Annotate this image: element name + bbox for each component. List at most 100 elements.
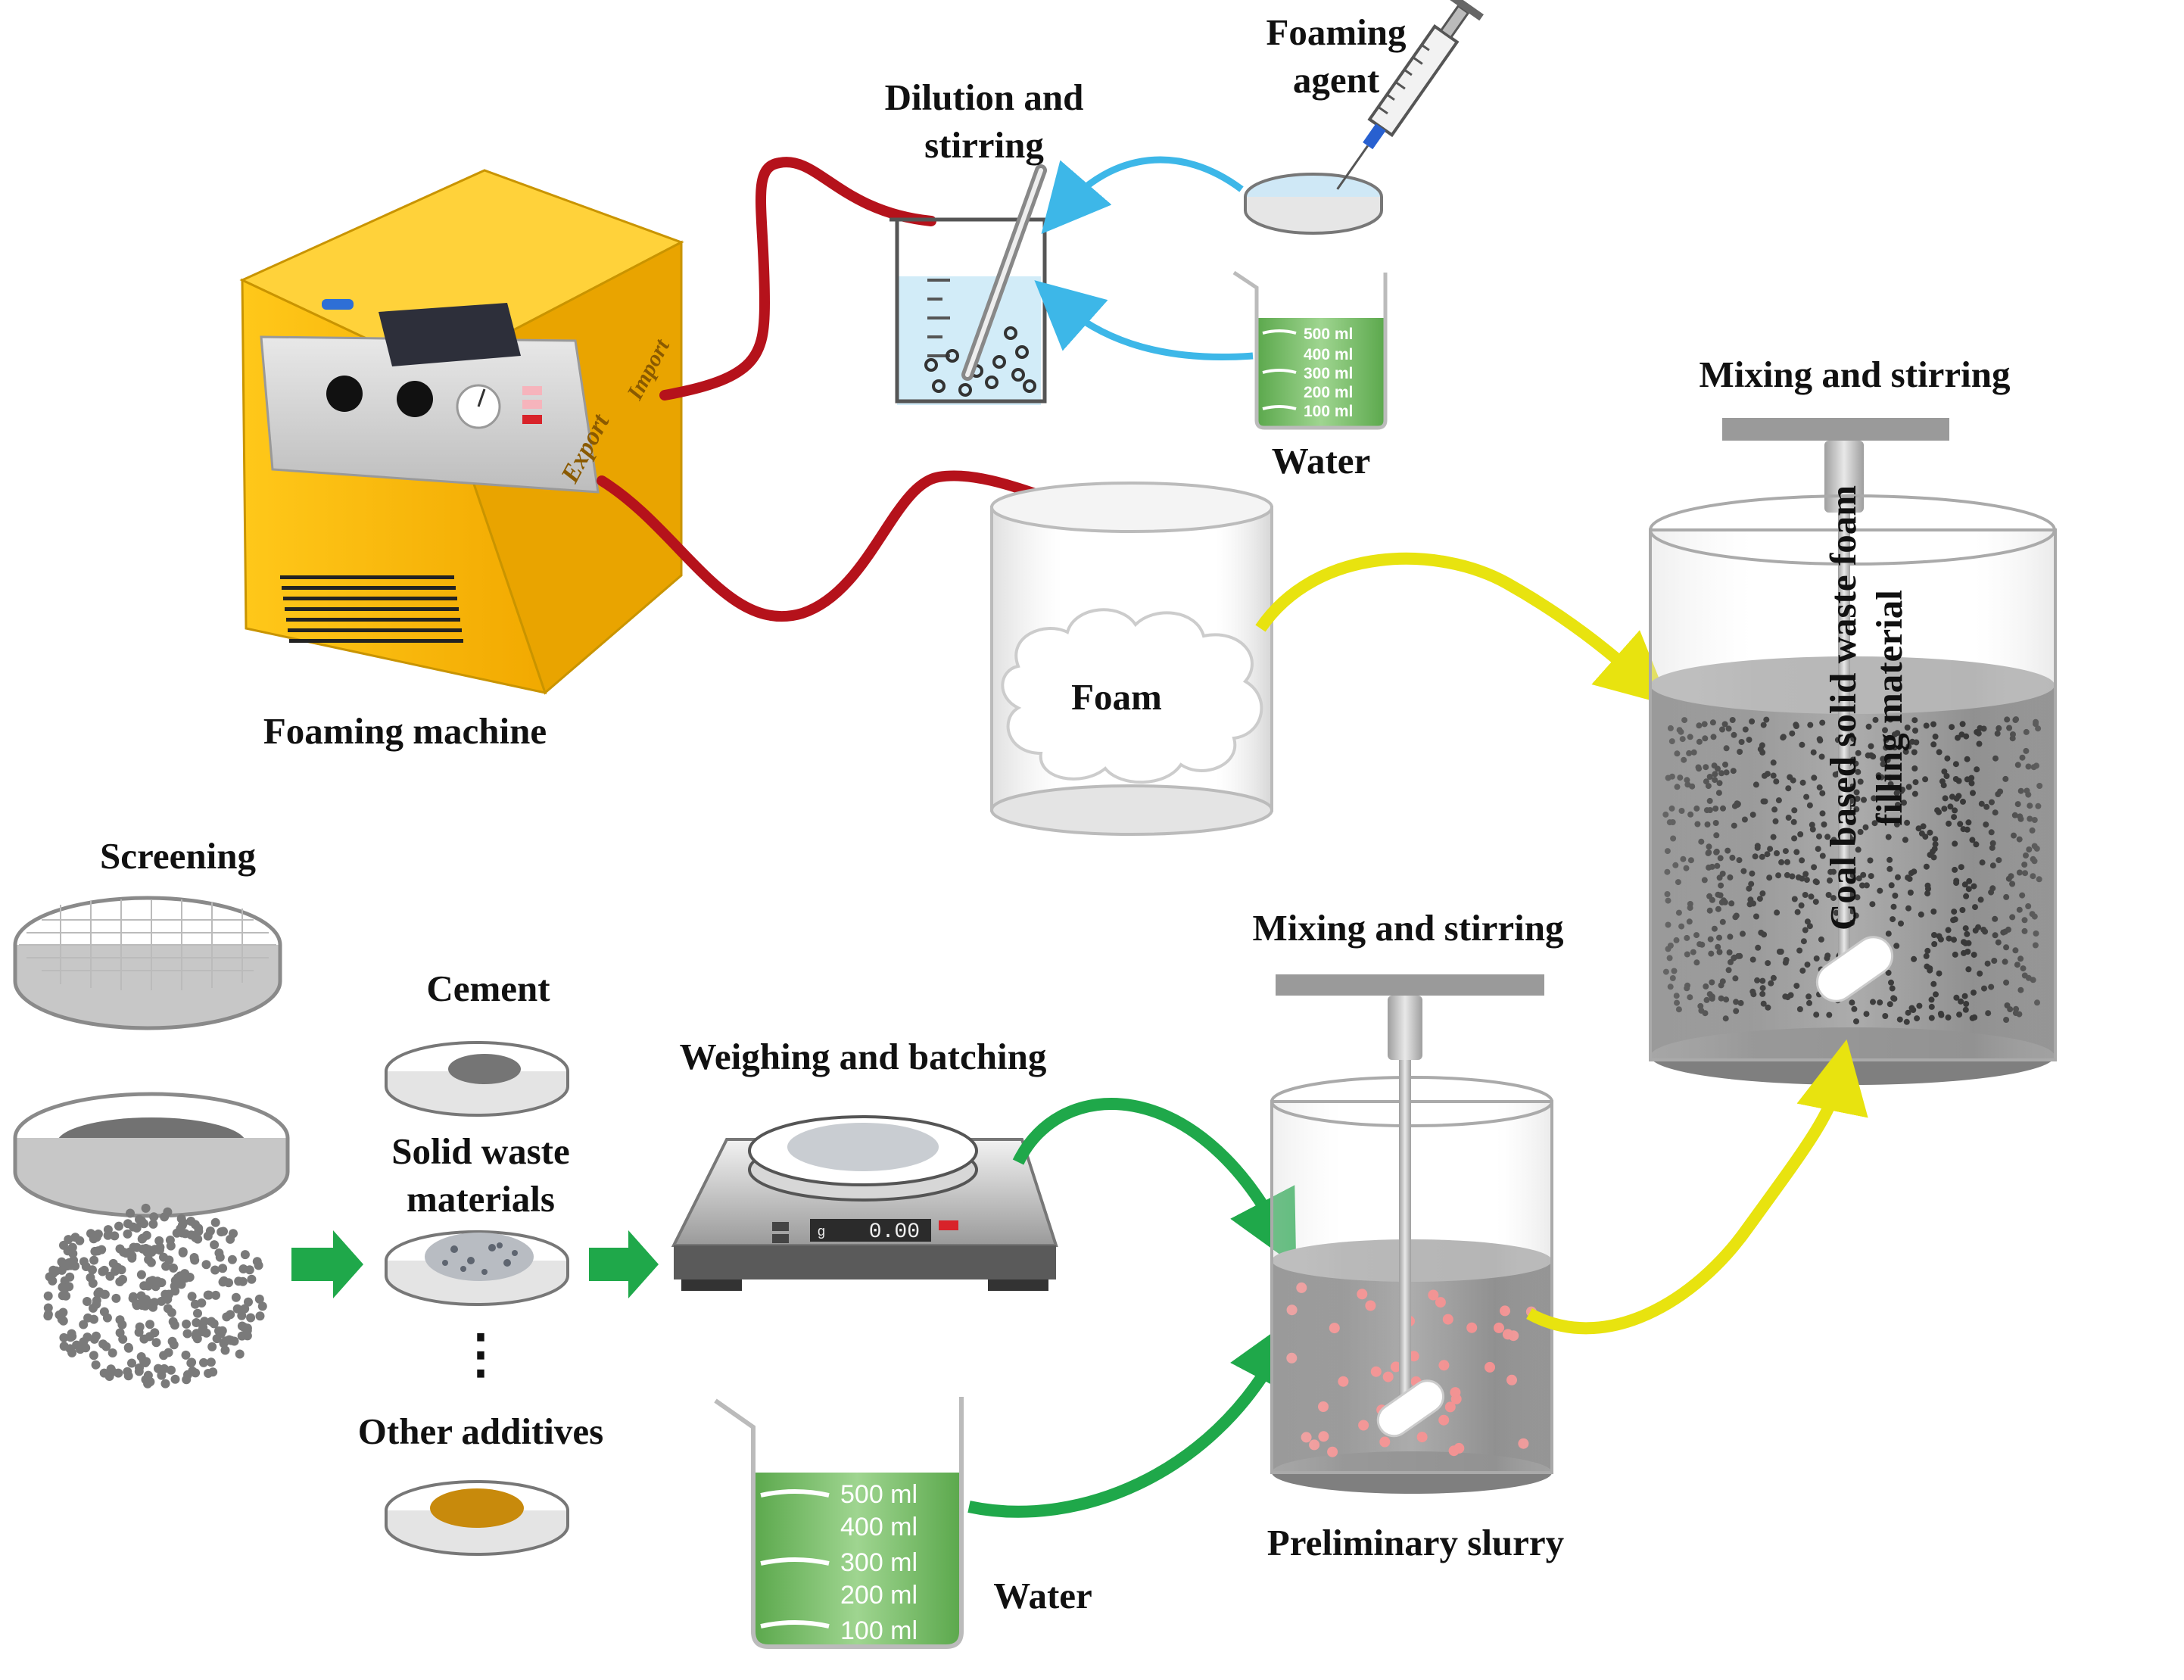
particle: [58, 1291, 67, 1301]
particle: [218, 1264, 228, 1273]
particle: [167, 1336, 177, 1346]
particle: [129, 1292, 139, 1301]
foam-cylinder: [990, 482, 1273, 836]
particle: [107, 1348, 117, 1357]
arrow-agent-to-dilution: [1041, 156, 1244, 234]
particle: [123, 1367, 132, 1376]
particle: [170, 1374, 180, 1384]
particle: [141, 1203, 151, 1213]
particle: [98, 1339, 108, 1349]
graduation-label: 100 ml: [1304, 403, 1353, 420]
particle: [192, 1318, 201, 1327]
particle: [141, 1244, 151, 1253]
particle: [123, 1219, 132, 1229]
graduation-label: 200 ml: [840, 1581, 918, 1610]
particle: [121, 1248, 131, 1258]
hose-export: [597, 470, 1088, 622]
label-dilution-stirring: Dilution and stirring: [884, 76, 1084, 166]
label-foam: Foam: [1071, 676, 1162, 718]
scale-unit: g: [818, 1223, 825, 1239]
hose-import: [659, 157, 936, 401]
particle: [103, 1230, 113, 1240]
particle: [193, 1234, 203, 1244]
arrow-sieve-to-materials: [291, 1230, 363, 1298]
particle: [215, 1252, 225, 1262]
weighing-scale: 0.00 g: [671, 1115, 1058, 1291]
particle: [91, 1360, 101, 1370]
particle: [114, 1221, 123, 1231]
particle: [67, 1329, 76, 1339]
particle: [79, 1320, 89, 1329]
particle: [237, 1311, 247, 1320]
particle: [183, 1370, 192, 1379]
particle: [206, 1357, 216, 1367]
particle: [227, 1255, 237, 1264]
particle: [181, 1350, 191, 1360]
particle: [219, 1226, 228, 1236]
particle: [135, 1214, 144, 1224]
particle: [191, 1331, 201, 1341]
particle: [211, 1290, 220, 1300]
particle: [64, 1235, 73, 1245]
particle: [134, 1367, 144, 1376]
graduation-label: 300 ml: [1304, 365, 1353, 382]
impeller: [1376, 1379, 1445, 1438]
machine-vent: [280, 575, 463, 643]
top-mixing-tank: [1649, 418, 2057, 1085]
particle: [83, 1297, 92, 1306]
water-beaker-bottom: 500 ml 400 ml 300 ml 200 ml 100 ml: [714, 1397, 964, 1649]
particle: [105, 1271, 115, 1281]
label-water-bottom: Water: [993, 1575, 1092, 1616]
particle: [43, 1291, 53, 1301]
graduation-label: 500 ml: [840, 1480, 918, 1509]
sieve-top: [13, 896, 282, 1030]
particle: [245, 1265, 254, 1275]
label-weighing: Weighing and batching: [679, 1036, 1047, 1077]
particle: [148, 1219, 158, 1229]
label-mixing-top: Mixing and stirring: [1699, 354, 2011, 395]
foaming-machine: Export Import: [239, 169, 684, 695]
particle: [246, 1313, 256, 1323]
particle: [207, 1342, 217, 1351]
scale-display: 0.00: [869, 1220, 920, 1244]
particle: [90, 1246, 100, 1256]
particle: [219, 1339, 229, 1348]
particle: [92, 1331, 101, 1341]
particle: [86, 1229, 95, 1239]
particle: [167, 1308, 176, 1317]
particle: [58, 1259, 68, 1269]
water-beaker-top: 500 ml 400 ml 300 ml 200 ml 100 ml: [1232, 270, 1388, 430]
particle: [247, 1274, 257, 1284]
particle: [232, 1304, 242, 1314]
particle: [178, 1248, 188, 1258]
particle: [151, 1338, 161, 1348]
particle: [190, 1255, 200, 1265]
particle: [207, 1317, 217, 1326]
particle: [67, 1348, 77, 1357]
label-other-additives: Other additives: [357, 1410, 604, 1452]
label-cement: Cement: [426, 968, 550, 1009]
particle: [190, 1299, 200, 1309]
label-preliminary-slurry: Preliminary slurry: [1266, 1522, 1565, 1563]
particle: [123, 1342, 133, 1352]
particle: [226, 1310, 235, 1320]
particle: [191, 1368, 201, 1378]
particle: [204, 1369, 213, 1378]
other-additives-dish: [385, 1480, 569, 1556]
particle: [144, 1298, 154, 1308]
particle: [110, 1231, 120, 1241]
particle: [210, 1217, 220, 1227]
particle: [198, 1323, 208, 1332]
graduation-label: 300 ml: [840, 1548, 918, 1577]
particle: [132, 1242, 142, 1252]
particle: [203, 1231, 213, 1241]
particle: [89, 1255, 99, 1265]
graduation-label: 200 ml: [1304, 384, 1353, 401]
particle: [115, 1328, 125, 1338]
particle: [57, 1314, 67, 1324]
particle: [226, 1234, 235, 1244]
particle: [182, 1329, 192, 1339]
particle: [182, 1319, 192, 1329]
arrow-water-to-dilution: [1034, 280, 1254, 361]
